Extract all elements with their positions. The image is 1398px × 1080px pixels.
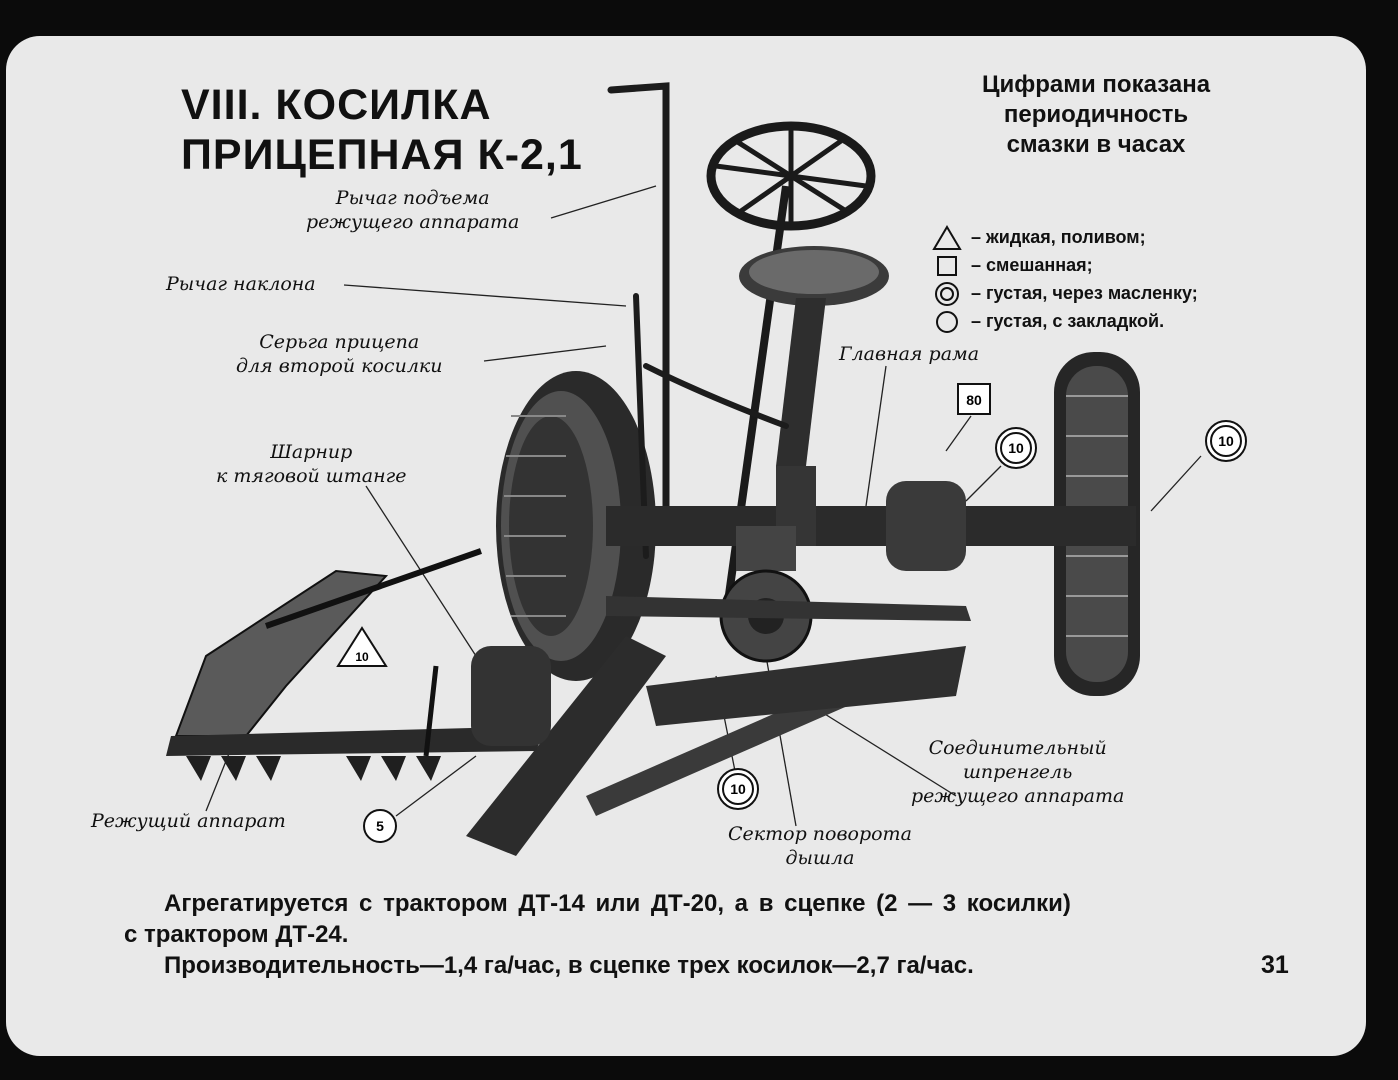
square-marker-80 bbox=[957, 383, 991, 415]
label-lift-lever: Рычаг подъема режущего аппарата bbox=[306, 186, 519, 234]
footer-text: Агрегатируется с трактором ДТ-14 или ДТ-… bbox=[124, 888, 1254, 981]
circle-marker-sector-text: 10 bbox=[730, 781, 746, 797]
note-line-3: смазки в часах bbox=[1006, 131, 1186, 158]
circle-marker-5-text: 5 bbox=[376, 818, 384, 834]
title-line-2: ПРИЦЕПНАЯ К-2,1 bbox=[181, 131, 583, 179]
page-number: 31 bbox=[1261, 951, 1289, 979]
label-line: шпренгель bbox=[962, 761, 1073, 783]
label-line: к тяговой штанге bbox=[216, 465, 407, 487]
label-line: Сектор поворота bbox=[728, 823, 912, 845]
label-pole-sector: Сектор поворота дышла bbox=[728, 822, 912, 870]
square-icon bbox=[937, 256, 957, 276]
circle-marker-wheel-text: 10 bbox=[1218, 433, 1234, 449]
circle-marker-5 bbox=[363, 809, 397, 843]
page-title: VIII. КОСИЛКА ПРИЦЕПНАЯ К-2,1 bbox=[181, 80, 583, 180]
legend-text: – густая, через масленку; bbox=[971, 283, 1198, 303]
label-line: режущего аппарата bbox=[911, 785, 1125, 807]
slide: 80 10 10 10 5 10 VIII. КОСИЛКА ПРИЦЕПНАЯ… bbox=[6, 36, 1366, 1056]
footer-line-2: с трактором ДТ-24. bbox=[124, 921, 349, 948]
label-hitch-link: Серьга прицепа для второй косилки bbox=[236, 330, 443, 378]
label-main-frame: Главная рама bbox=[839, 343, 980, 365]
legend-text: – смешанная; bbox=[971, 255, 1093, 275]
label-tilt-lever: Рычаг наклона bbox=[166, 273, 316, 295]
label-line: для второй косилки bbox=[236, 355, 443, 377]
label-brace: Соединительный шпренгель режущего аппара… bbox=[911, 736, 1124, 808]
label-cutter-bar: Режущий аппарат bbox=[91, 810, 286, 832]
square-marker-80-text: 80 bbox=[966, 392, 982, 408]
main-frame bbox=[606, 466, 1136, 571]
label-line: Соединительный bbox=[928, 737, 1107, 759]
triangle-marker bbox=[336, 626, 388, 667]
label-line: режущего аппарата bbox=[306, 211, 520, 233]
lubrication-markers: 80 10 10 10 5 10 bbox=[336, 383, 1247, 843]
label-line: дышла bbox=[785, 847, 855, 869]
note-line-2: периодичность bbox=[1003, 101, 1189, 128]
triangle-icon bbox=[932, 225, 962, 250]
pole bbox=[466, 596, 971, 856]
label-drawbar-joint: Шарнир к тяговой штанге bbox=[216, 440, 407, 488]
footer-line-3: Производительность—1,4 га/час, в сцепке … bbox=[164, 952, 974, 979]
label-line: Рычаг подъема bbox=[335, 187, 490, 209]
mower-illustration: 80 10 10 10 5 10 bbox=[166, 82, 1247, 856]
label-line: Шарнир bbox=[270, 441, 353, 463]
title-line-1: VIII. КОСИЛКА bbox=[181, 81, 492, 129]
double-circle-icon bbox=[935, 282, 959, 306]
footer-line-1: Агрегатируется с трактором ДТ-14 или ДТ-… bbox=[164, 890, 1071, 917]
legend-text: – жидкая, поливом; bbox=[971, 227, 1146, 247]
lubrication-note: Цифрами показана периодичность смазки в … bbox=[966, 70, 1226, 160]
legend-text: – густая, с закладкой. bbox=[971, 311, 1165, 331]
circle-marker-frame-text: 10 bbox=[1008, 440, 1024, 456]
note-line-1: Цифрами показана bbox=[981, 71, 1211, 98]
cutter-bar-art bbox=[166, 548, 551, 781]
label-line: Серьга прицепа bbox=[259, 331, 420, 353]
circle-icon bbox=[936, 311, 958, 333]
triangle-marker-text: 10 bbox=[355, 650, 369, 664]
seat bbox=[739, 246, 889, 466]
